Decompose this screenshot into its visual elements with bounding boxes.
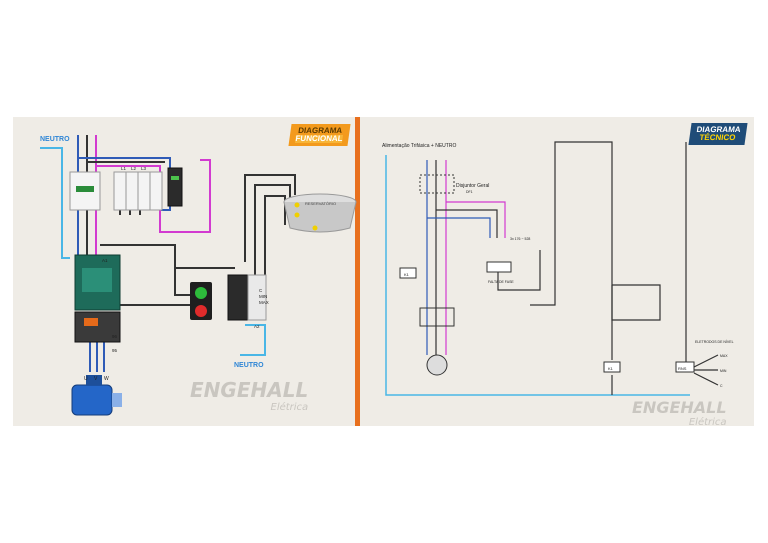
- technical-badge: DIAGRAMA TÉCNICO: [688, 123, 748, 145]
- functional-badge-line2: FUNCIONAL: [294, 134, 344, 143]
- phase-label-l2: L2: [131, 166, 137, 171]
- panel-divider: [355, 117, 360, 426]
- electrodes-label: ELETRODOS DE NÍVEL: [695, 340, 734, 344]
- contactor-k1: [74, 254, 121, 311]
- supply-label: Alimentação Trifásica + NEUTRO: [382, 143, 456, 149]
- electrode-max-label: MAX: [720, 354, 728, 358]
- functional-brand: ENGEHALL: [190, 378, 309, 402]
- functional-diagram-panel: [13, 117, 355, 426]
- contactor-k1-symbol: [399, 267, 455, 327]
- level-control-relay: [227, 274, 267, 321]
- functional-brand-watermark: ENGEHALL Elétrica: [190, 378, 308, 413]
- coil-k1-symbol: [603, 361, 621, 373]
- terminal-96: 96: [112, 334, 118, 339]
- technical-brand-watermark: ENGEHALL Elétrica: [632, 398, 727, 428]
- breaker-id: DF1: [466, 190, 473, 194]
- functional-badge: DIAGRAMA FUNCIONAL: [288, 124, 351, 146]
- probe-label-c: C: [259, 288, 263, 293]
- neutro-label-top: NEUTRO: [40, 136, 70, 143]
- terminal-95: 95: [112, 348, 118, 353]
- water-tank: [283, 193, 357, 233]
- breaker-label: Disjuntor Geral: [456, 183, 489, 189]
- tank-label: RESERVATÓRIO: [305, 201, 336, 206]
- relay-range-label: 3x 176 ~ 528: [510, 237, 530, 241]
- electrode-c-label: C: [720, 384, 723, 388]
- electrode-min-label: MIN: [720, 369, 727, 373]
- three-phase-motor: [71, 375, 122, 416]
- probe-label-max: MAX: [259, 300, 269, 305]
- functional-brand-sub: Elétrica: [270, 402, 309, 413]
- terminal-a2: A2: [254, 324, 260, 329]
- motor-symbol: [426, 354, 448, 376]
- thermal-overload-relay: [74, 311, 121, 343]
- phase-fault-relay-symbol: [486, 261, 512, 273]
- probe-label-min: MIN: [259, 294, 267, 299]
- motor-terminal-u: U: [84, 376, 88, 382]
- neutral-line: [385, 155, 690, 396]
- neutro-label-bottom: NEUTRO: [234, 362, 264, 369]
- neutral-wire-top: [40, 147, 70, 259]
- motor-terminal-v: V: [94, 376, 98, 382]
- phase-fault-relay: [167, 167, 183, 207]
- technical-brand: ENGEHALL: [632, 398, 727, 417]
- main-breaker-symbol: [419, 174, 455, 194]
- rns-label: RNS: [678, 366, 687, 371]
- k1-coil-label: K1: [404, 272, 410, 277]
- push-button-station: [190, 282, 212, 320]
- phase-label-l3: L3: [141, 166, 147, 171]
- motor-terminal-w: W: [104, 376, 109, 382]
- technical-badge-line2: TÉCNICO: [698, 133, 737, 142]
- k1-control-label: K1: [608, 366, 614, 371]
- main-breaker: [69, 171, 101, 211]
- phase-label-l1: L1: [121, 166, 127, 171]
- control-breakers: [113, 171, 163, 211]
- technical-diagram-panel: [360, 117, 754, 426]
- terminal-a1: A1: [102, 258, 108, 263]
- phase-fault-label: FALTA DE FASE: [488, 280, 514, 284]
- technical-brand-sub: Elétrica: [688, 417, 727, 428]
- level-relay-symbol: [675, 361, 695, 373]
